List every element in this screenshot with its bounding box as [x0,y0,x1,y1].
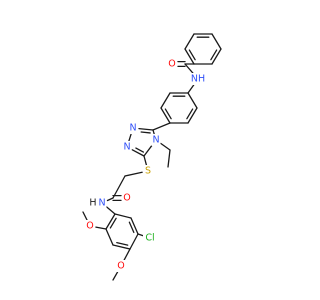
bond-p4-t3 [152,122,171,131]
bond-om2-me2 [112,270,119,281]
chlorine-atom-background [143,232,157,244]
oxygen-atom-benzamide-background [167,58,177,70]
sulfur-atom-background [143,165,153,177]
bond-t3-t2-double [140,131,151,134]
bond-b2-b3 [211,33,222,50]
nitrogen-atom-triazole-2-label: N [123,142,130,153]
bond-t4-t3 [152,129,155,135]
bond-om1-me1 [82,211,88,222]
bond-t5-t4 [143,144,154,157]
oxygen-atom-acetamide-background [122,192,132,204]
bond-t5-s [143,155,148,166]
bond-c7-n7 [184,63,195,76]
bond-r5-r6-double [128,221,135,234]
bond-cco-na [106,197,114,202]
oxygen-atom-methoxy-top: O [85,220,95,232]
sulfur-atom: S [143,165,153,177]
bond-r1-r2 [105,213,116,230]
nitrogen-atom-triazole-1: N [128,122,138,134]
bond-na-r1 [105,206,116,215]
bond-layer [82,33,222,281]
bond-n7-p1 [187,83,196,94]
bond-r3-r4-double [116,241,129,246]
bond-b6-b1 [184,33,195,50]
bond-p2-p3 [160,92,171,109]
nh-atom-benzamide-label: NH [191,74,205,85]
nitrogen-atom-triazole-2: N [122,141,132,153]
bond-b3-b4 [211,48,222,65]
nh-atom-benzamide-background [191,73,205,85]
oxygen-atom-benzamide: O [167,58,177,70]
bond-p5-p6 [187,107,198,124]
bond-b5-b6-double [188,49,196,61]
bond-r4-r5 [129,233,139,250]
nitrogen-atom-triazole-1-background [128,122,138,134]
hydrogen-atom-anilide-background [88,197,97,209]
bond-p6-p1 [187,92,198,109]
nitrogen-atom-anilide: N [97,197,107,209]
oxygen-atom-benzamide-label: O [168,59,175,70]
oxygen-atom-methoxy-top-label: O [86,221,93,232]
oxygen-atom-methoxy-bottom-label: O [117,261,124,272]
oxygen-atom-methoxy-bottom: O [116,260,126,272]
bond-r2-r3 [105,228,114,246]
bond-r2-om1 [95,226,107,230]
bond-r5-r6 [130,217,139,235]
nh-atom-benzamide: NH [191,73,205,85]
bond-t3-t2 [138,127,154,131]
bond-b3-b4-double [210,49,218,61]
oxygen-atom-acetamide-label: O [123,193,130,204]
bond-t1-t5 [131,149,145,157]
sulfur-atom-label: S [145,166,151,177]
bond-r4-om2 [123,248,131,262]
oxygen-atom-methoxy-top-background [85,220,95,232]
bond-r6-r1 [114,213,132,219]
nitrogen-atom-triazole-4-label: N [152,135,159,146]
bond-p3-p4 [160,107,171,124]
bond-p3-p4-double [164,108,172,120]
nitrogen-atom-anilide-label: N [98,198,105,209]
bond-t4-e1 [160,142,171,151]
bond-b5-b6 [184,48,195,65]
nitrogen-atom-triazole-4-background [151,134,161,146]
oxygen-atom-acetamide: O [122,192,132,204]
bond-t1-t5-double [135,147,145,153]
nitrogen-atom-triazole-1-label: N [129,123,136,134]
nitrogen-atom-triazole-4: N [151,134,161,146]
bond-r3-r4 [112,244,131,250]
chlorine-atom: Cl [143,232,157,244]
bond-ch2-cco [112,175,126,199]
oxygen-atom-methoxy-bottom-background [116,260,126,272]
bond-t2-t1 [128,133,132,142]
bond-r1-r2-double [109,217,117,229]
nitrogen-atom-anilide-background [97,197,107,209]
chlorine-atom-label: Cl [145,233,154,244]
nitrogen-atom-triazole-2-background [122,141,132,153]
bond-s-ch2 [124,171,143,177]
hydrogen-atom-anilide: H [88,197,97,209]
hydrogen-atom-anilide-label: H [89,198,96,209]
bond-p5-p6-double [186,108,194,120]
bond-e1-e2 [167,149,171,168]
